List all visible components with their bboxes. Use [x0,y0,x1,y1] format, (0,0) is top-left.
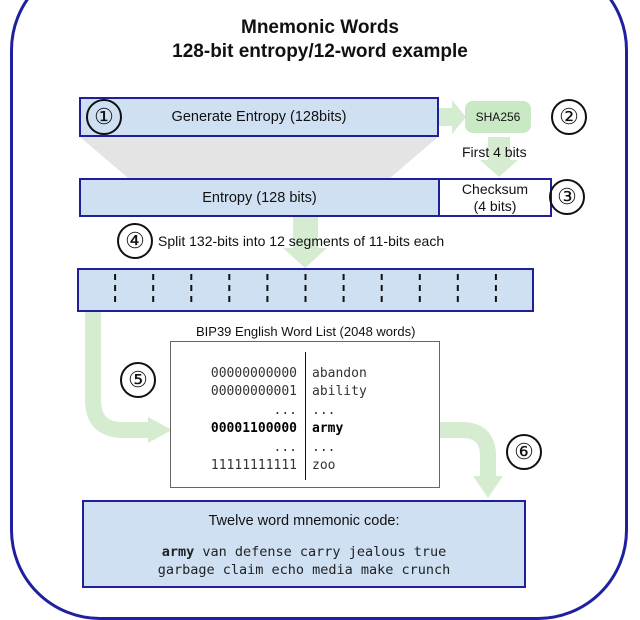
connector-arrows [80,100,518,498]
diagram-title: Mnemonic Words [241,17,399,38]
arrow-to-checksum [480,137,518,177]
checksum-box: Checksum (4 bits) [438,178,552,217]
wordlist-row: 11111111111 zoo [171,458,441,476]
arrow-to-mnemonic [440,422,496,478]
step-2-marker: ② [551,99,587,135]
mnemonic-heading: Twelve word mnemonic code: [208,513,400,529]
mnemonic-line-2: garbage claim echo media make crunch [157,562,451,578]
wordlist-word: zoo [312,458,336,473]
mnemonic-line-1: army van defense carry jealous true [84,543,524,561]
wordlist-index: 11111111111 [210,458,297,473]
wordlist-row: 00000000000 abandon [171,366,441,384]
generate-entropy-box: Generate Entropy (128bits) [79,97,439,137]
step-1-marker: ① [86,99,122,135]
wordlist-index: ... [273,403,297,418]
arrow-to-segments [283,217,327,268]
first-bits-label: First 4 bits [462,144,527,160]
arrow-to-wordlist [85,312,150,438]
wordlist-index: 00001100000 [210,421,297,436]
entropy-box: Entropy (128 bits) [79,178,440,217]
sha256-box: SHA256 [465,101,531,133]
step-5-marker: ⑤ [120,362,156,398]
wordlist-word: army [312,421,344,436]
mnemonic-first-word: army [161,544,195,560]
wordlist-index: ... [273,440,297,455]
wordlist-panel: 00000000000 abandon 00000000001 ability....… [170,341,440,488]
wordlist-index: 00000000000 [210,366,297,381]
mnemonic-line-1-rest: van defense carry jealous true [194,544,447,560]
step-4-marker: ④ [117,223,153,259]
wordlist-word: ... [312,440,336,455]
split-label: Split 132-bits into 12 segments of 11-bi… [158,233,445,249]
wordlist-row: ...... [171,403,441,421]
wordlist-row: ...... [171,440,441,458]
wordlist-word: abandon [312,366,367,381]
wordlist-divider [305,352,306,480]
wordlist-word: ... [312,403,336,418]
arrow-to-mnemonic-head [473,476,503,498]
checksum-bits-label: (4 bits) [473,197,517,214]
arrow-to-wordlist-head [148,417,172,443]
mnemonic-box: Twelve word mnemonic code: army van defe… [82,500,526,588]
arrow-to-sha256 [438,100,466,134]
entropy-label: Entropy (128 bits) [202,189,317,206]
step-6-marker: ⑥ [506,434,542,470]
diagram-subtitle: 128-bit entropy/12-word example [172,41,468,62]
step-3-marker: ③ [549,179,585,215]
segment-dividers [114,274,497,306]
generate-entropy-label: Generate Entropy (128bits) [171,109,347,125]
wordlist-word: ability [312,384,367,399]
entropy-funnel [80,137,438,178]
wordlist-row: 00000000001 ability [171,384,441,402]
wordlist-title: BIP39 English Word List (2048 words) [196,324,416,339]
checksum-label: Checksum [461,180,529,197]
wordlist-index: 00000000001 [210,384,297,399]
wordlist-row: 00001100000 army [171,421,441,439]
